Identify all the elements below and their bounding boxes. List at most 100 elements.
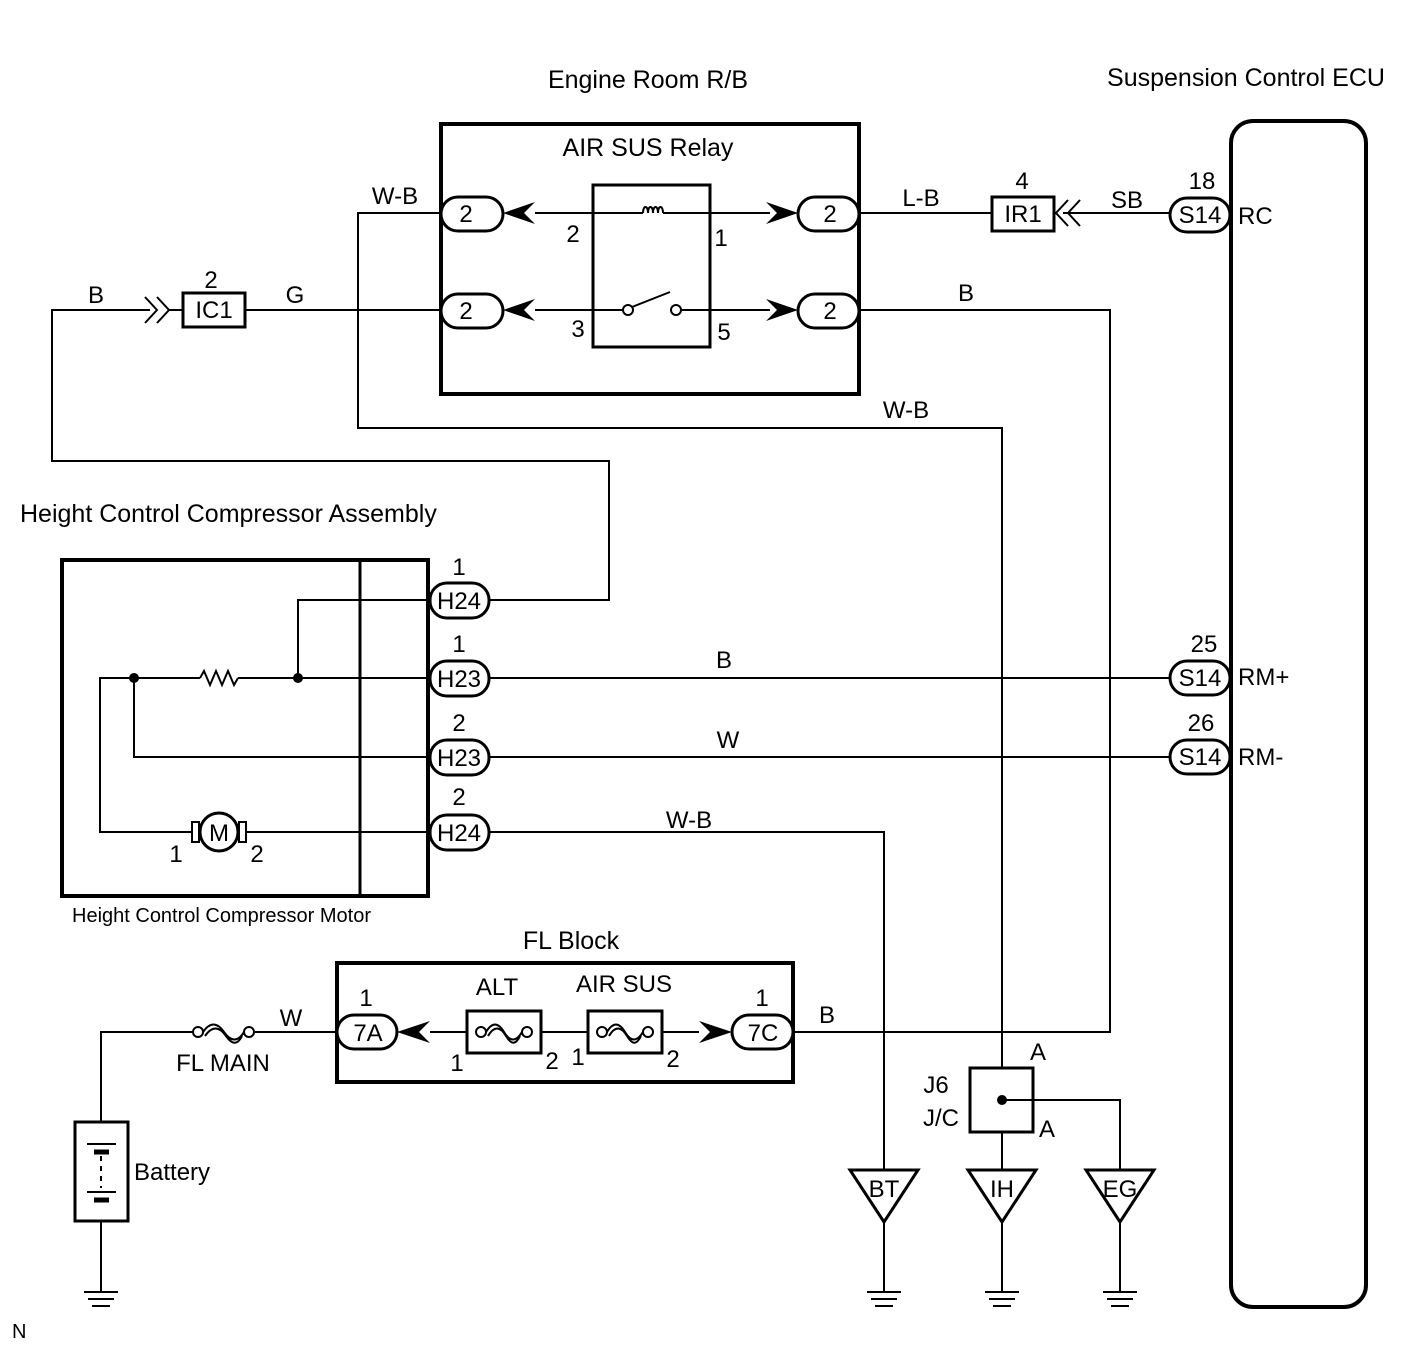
relay-coil-right-pin: 1 [714, 225, 727, 252]
h23-top-pin: 1 [452, 631, 465, 658]
h23-connector-bottom: H23 [428, 738, 491, 777]
battery-label: Battery [134, 1159, 210, 1186]
ground-point-eg: EG [1083, 1168, 1157, 1225]
svg-text:EG: EG [1103, 1176, 1138, 1203]
suspension-ecu-title: Suspension Control ECU [1107, 64, 1385, 92]
fl-block-title: FL Block [523, 927, 620, 955]
h23-bottom-pin: 2 [452, 710, 465, 737]
svg-text:H23: H23 [437, 745, 481, 772]
wire-label-sb: SB [1111, 187, 1143, 214]
compressor-motor-label: Height Control Compressor Motor [72, 905, 371, 927]
compressor-motor: M [191, 811, 247, 853]
battery-symbol [73, 1120, 130, 1223]
wire-label-b-relay-out: B [958, 280, 974, 307]
compressor-internal-wiring [99, 599, 430, 833]
svg-text:H24: H24 [437, 588, 481, 615]
alt-fuse [465, 1009, 543, 1055]
compressor-assembly-title: Height Control Compressor Assembly [20, 500, 437, 528]
svg-text:2: 2 [459, 201, 472, 228]
corner-mark: N [12, 1321, 26, 1343]
relay-switch-right-pin: 5 [717, 319, 730, 346]
suspension-ecu-box [1229, 119, 1368, 1309]
ground-point-bt: BT [847, 1168, 921, 1225]
relay-coil-left-pin: 2 [566, 221, 579, 248]
wire-label-wb-mid: W-B [883, 397, 929, 424]
engine-room-title: Engine Room R/B [548, 66, 748, 94]
motor-left-pin: 1 [169, 841, 182, 868]
ecu-connector-rc: S14 [1168, 196, 1232, 234]
air-sus-fuse-label: AIR SUS [576, 971, 672, 998]
svg-text:BT: BT [869, 1176, 900, 1203]
fl-7a-pin: 1 [359, 985, 372, 1012]
wire-label-lb: L-B [902, 185, 939, 212]
ecu-terminal-rm-plus: RM+ [1238, 664, 1289, 691]
alt-right-pin: 2 [545, 1048, 558, 1075]
air-sus-fuse [586, 1009, 664, 1055]
h24-connector-top: H24 [428, 581, 491, 620]
svg-text:H24: H24 [437, 820, 481, 847]
ir1-pin: 4 [1015, 168, 1028, 195]
motor-symbol: M [209, 820, 229, 847]
ground-icon-bt [867, 1291, 901, 1307]
ground-icon-ih [985, 1291, 1019, 1307]
h24-connector-bottom: H24 [428, 813, 491, 852]
engine-room-box [439, 122, 861, 396]
junction-top-pin: A [1030, 1039, 1046, 1066]
air-sus-right-pin: 2 [666, 1046, 679, 1073]
wire-label-b-rm-plus: B [716, 647, 732, 674]
svg-text:S14: S14 [1179, 202, 1222, 229]
ic1-pin: 2 [204, 267, 217, 294]
relay-connector-out-bottom: 2 [766, 292, 861, 330]
fl-main-fuse [192, 1023, 255, 1044]
svg-text:2: 2 [823, 298, 836, 325]
relay-connector-in-top: 2 [439, 195, 535, 233]
relay-switch-left-pin: 3 [571, 316, 584, 343]
svg-text:IH: IH [990, 1176, 1014, 1203]
wire-label-w-rm-minus: W [717, 727, 740, 754]
fl-connector-7a: 7A [335, 1013, 430, 1051]
air-sus-relay [535, 183, 770, 349]
junction-id: J6 [923, 1072, 948, 1099]
wire-label-b-left: B [88, 282, 104, 309]
alt-left-pin: 1 [450, 1050, 463, 1077]
motor-right-pin: 2 [250, 841, 263, 868]
ground-point-ih: IH [965, 1168, 1039, 1225]
alt-fuse-label: ALT [476, 974, 519, 1001]
ecu-connector-rm-minus: S14 [1168, 738, 1232, 776]
junction-type: J/C [923, 1105, 959, 1132]
svg-text:S14: S14 [1179, 744, 1222, 771]
h23-connector-top: H23 [428, 659, 491, 698]
junction-bottom-pin: A [1039, 1116, 1055, 1143]
ecu-rm-minus-pin: 26 [1188, 710, 1215, 737]
svg-text:2: 2 [459, 298, 472, 325]
svg-text:IR1: IR1 [1004, 201, 1041, 228]
svg-text:7C: 7C [748, 1020, 779, 1047]
fl-connector-7c: 7C [699, 1013, 795, 1051]
svg-text:IC1: IC1 [195, 297, 232, 324]
air-sus-relay-title: AIR SUS Relay [563, 134, 734, 162]
relay-connector-in-bottom: 2 [439, 292, 535, 330]
wire-label-g: G [286, 282, 305, 309]
air-sus-left-pin: 1 [571, 1044, 584, 1071]
wire-label-w-battery: W [280, 1005, 303, 1032]
fl-main-label: FL MAIN [176, 1050, 270, 1077]
ecu-connector-rm-plus: S14 [1168, 659, 1232, 697]
svg-text:H23: H23 [437, 666, 481, 693]
wire-label-b-fl-out: B [819, 1002, 835, 1029]
svg-text:2: 2 [823, 201, 836, 228]
ground-icon-battery [84, 1291, 118, 1307]
wire-label-wb-top: W-B [372, 183, 418, 210]
ecu-terminal-rm-minus: RM- [1238, 744, 1283, 771]
svg-text:7A: 7A [353, 1020, 382, 1047]
wire-label-wb-motor: W-B [666, 807, 712, 834]
fl-7c-pin: 1 [755, 985, 768, 1012]
ground-icon-eg [1103, 1291, 1137, 1307]
ecu-rm-plus-pin: 25 [1191, 631, 1218, 658]
svg-text:S14: S14 [1179, 665, 1222, 692]
relay-connector-out-top: 2 [766, 195, 861, 233]
ir1-connector: IR1 [990, 195, 1081, 233]
ecu-terminal-rc: RC [1238, 203, 1273, 230]
ecu-rc-pin: 18 [1189, 168, 1216, 195]
compressor-assembly-box [60, 558, 430, 898]
